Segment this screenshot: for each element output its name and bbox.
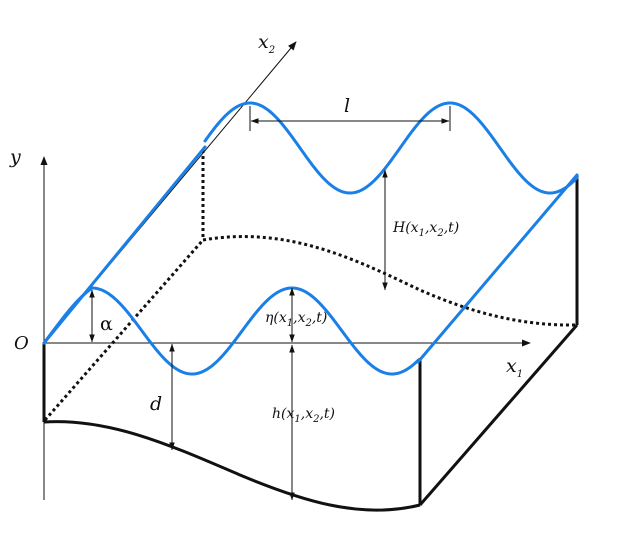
front-bottom-curve xyxy=(43,420,421,512)
h-function-label: h(x1,x2,t) xyxy=(272,406,335,425)
right-wave-edge xyxy=(416,173,579,364)
back-wave-surface xyxy=(203,101,579,195)
eta-function-label: η(x1,x2,t) xyxy=(265,310,327,329)
x2-axis-label: x2 xyxy=(258,31,275,56)
origin-label: O xyxy=(14,333,29,354)
H-function-label: H(x1,x2,t) xyxy=(392,220,459,239)
y-axis-label: y xyxy=(9,146,21,168)
hidden-back-bottom-curve xyxy=(202,235,578,327)
wavelength-label: l xyxy=(344,95,350,117)
right-bottom-diagonal xyxy=(418,324,579,506)
depth-label: d xyxy=(150,393,162,415)
left-wave-edge-crest xyxy=(42,286,94,345)
alpha-label: α xyxy=(100,313,113,335)
hidden-left-diagonal xyxy=(43,239,205,421)
front-wave-surface xyxy=(90,286,420,376)
x1-axis-label: x1 xyxy=(506,355,523,380)
